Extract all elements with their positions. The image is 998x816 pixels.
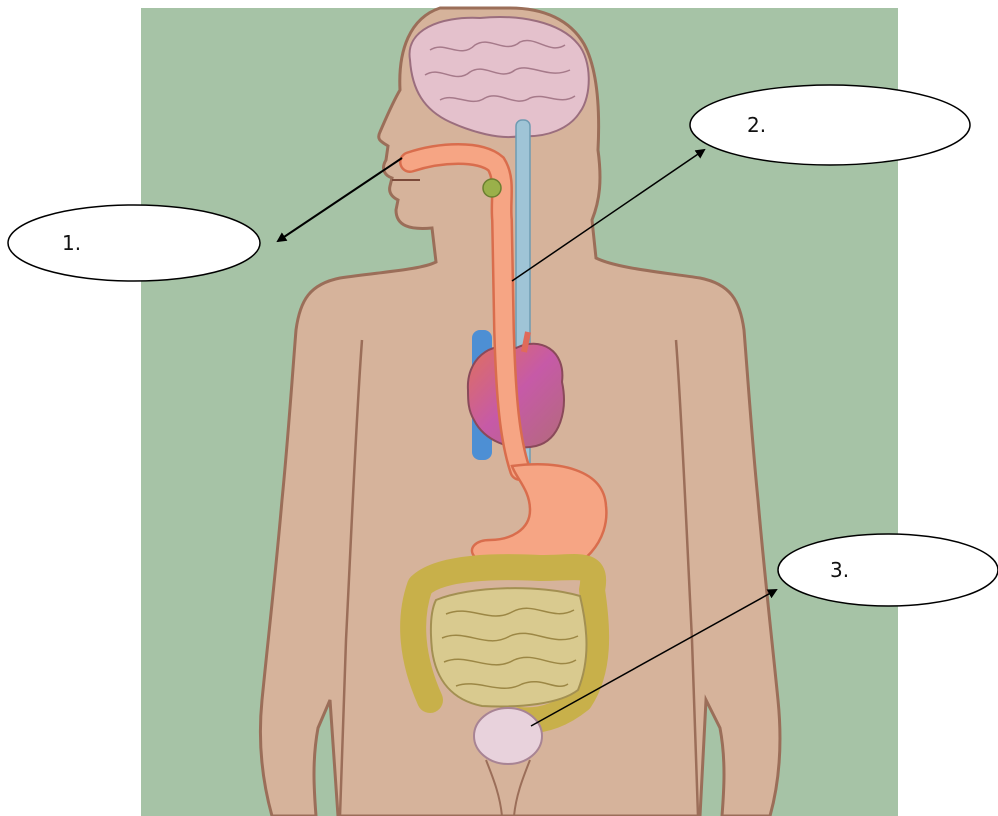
callout-label-3: 3. xyxy=(830,558,849,582)
callout-oval-1[interactable] xyxy=(8,205,260,281)
callout-oval-3[interactable] xyxy=(778,534,998,606)
callout-label-2: 2. xyxy=(747,113,766,137)
callout-3: 3. xyxy=(778,534,998,606)
callout-1: 1. xyxy=(8,205,260,281)
small-intestine xyxy=(431,588,587,706)
callout-oval-2[interactable] xyxy=(690,85,970,165)
bladder xyxy=(474,708,542,764)
callout-2: 2. xyxy=(690,85,970,165)
callout-label-1: 1. xyxy=(62,231,81,255)
